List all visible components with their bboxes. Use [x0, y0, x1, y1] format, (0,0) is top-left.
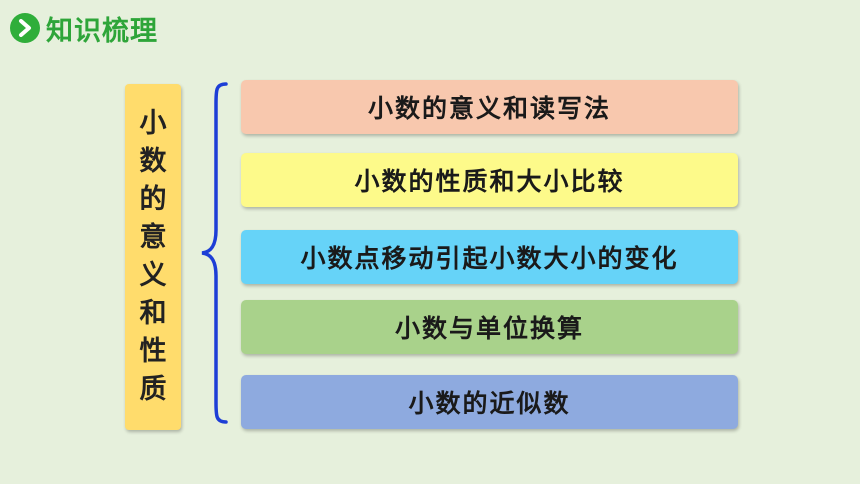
topic-item-decimal-point-shift: 小数点移动引起小数大小的变化 — [241, 230, 738, 284]
section-header: 知识梳理 — [10, 10, 158, 47]
topic-item-reading-writing: 小数的意义和读写法 — [241, 80, 738, 134]
main-topic-char: 的 — [139, 184, 167, 215]
main-topic-char: 性 — [139, 336, 167, 367]
main-topic-char: 数 — [139, 146, 167, 177]
main-topic-char: 意 — [139, 222, 167, 253]
topic-item-unit-conversion: 小数与单位换算 — [241, 300, 738, 354]
chevron-right-icon — [10, 13, 40, 43]
curly-brace — [201, 82, 228, 424]
topic-item-properties-comparison: 小数的性质和大小比较 — [241, 153, 738, 207]
topic-item-approximation: 小数的近似数 — [241, 375, 738, 429]
header-title: 知识梳理 — [46, 15, 158, 47]
main-topic-box: 小 数 的 意 义 和 性 质 — [125, 84, 181, 430]
main-topic-char: 小 — [139, 108, 167, 139]
main-topic-char: 义 — [139, 260, 167, 291]
main-topic-char: 质 — [139, 374, 167, 405]
main-topic-char: 和 — [139, 298, 167, 329]
